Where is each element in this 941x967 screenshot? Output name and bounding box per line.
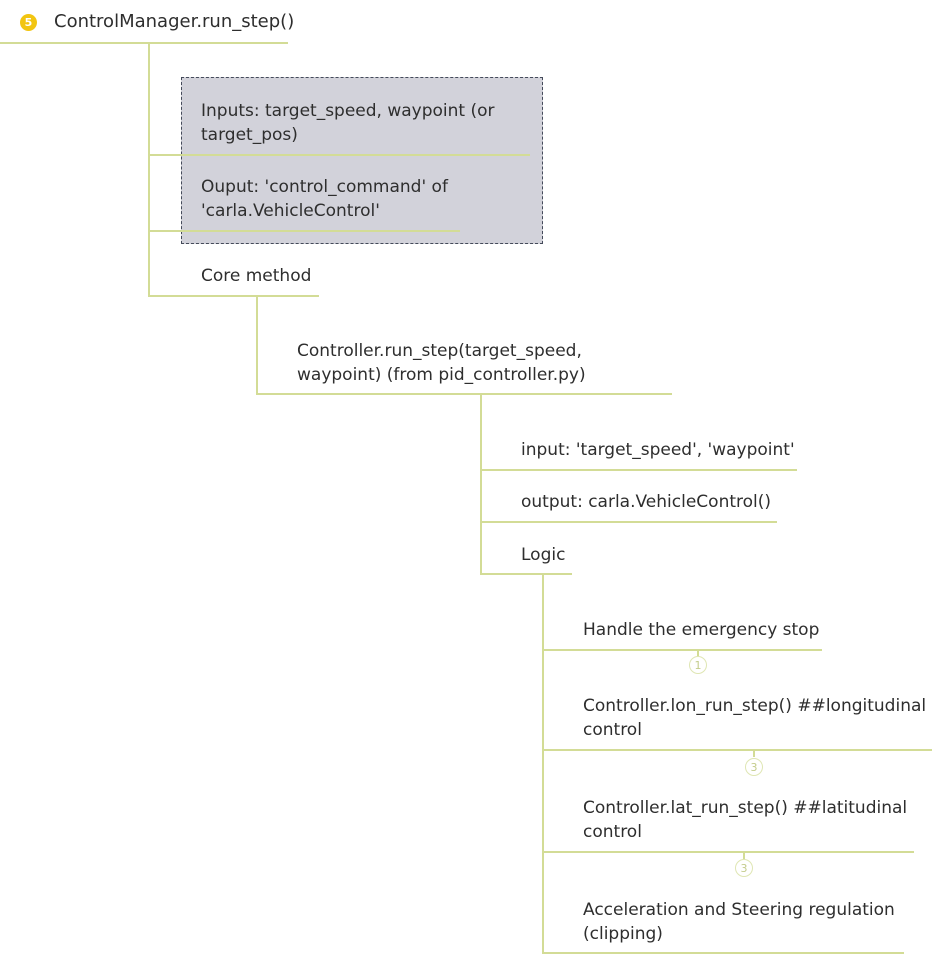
connector-badge-3: 3: [735, 859, 753, 877]
node-output[interactable]: Ouput: 'control_command' of 'carla.Vehic…: [201, 177, 448, 221]
node-input[interactable]: input: 'target_speed', 'waypoint': [521, 440, 795, 460]
node-output-vehicle-control-underline: [481, 521, 777, 523]
node-logic[interactable]: Logic: [521, 545, 566, 565]
node-inputs[interactable]: Inputs: target_speed, waypoint (or targe…: [201, 101, 495, 145]
root-underline: [0, 42, 288, 44]
node-lat-run-step[interactable]: Controller.lat_run_step() ##latitudinal …: [583, 798, 908, 842]
root-node-title[interactable]: ControlManager.run_step(): [54, 11, 295, 32]
node-lon-run-step[interactable]: Controller.lon_run_step() ##longitudinal…: [583, 696, 927, 740]
connector-badge-1: 1: [689, 656, 707, 674]
connector-stem-3: [743, 853, 745, 859]
node-core-method-underline: [149, 295, 319, 297]
step-number-badge: 5: [20, 14, 37, 31]
node-core-method[interactable]: Core method: [201, 266, 312, 286]
node-controller-run-step[interactable]: Controller.run_step(target_speed, waypoi…: [297, 341, 586, 385]
node-emergency-stop[interactable]: Handle the emergency stop: [583, 620, 820, 640]
note-box: [181, 77, 543, 244]
node-emergency-stop-underline: [543, 649, 822, 651]
node-input-underline: [481, 469, 797, 471]
connector-stem-1: [697, 651, 699, 657]
node-controller-run-step-underline: [257, 393, 672, 395]
level3-trunk: [480, 394, 482, 575]
node-output-underline: [149, 230, 460, 232]
level4-trunk: [542, 574, 544, 954]
node-inputs-underline: [149, 154, 530, 156]
node-regulation[interactable]: Acceleration and Steering regulation (cl…: [583, 900, 895, 944]
node-lon-run-step-underline: [543, 749, 932, 751]
connector-badge-2: 3: [745, 758, 763, 776]
node-logic-underline: [481, 573, 572, 575]
level2-trunk: [256, 296, 258, 395]
node-output-vehicle-control[interactable]: output: carla.VehicleControl(): [521, 492, 772, 512]
level1-trunk: [148, 43, 150, 297]
node-lat-run-step-underline: [543, 851, 914, 853]
connector-stem-2: [753, 751, 755, 757]
node-regulation-underline: [543, 952, 904, 954]
